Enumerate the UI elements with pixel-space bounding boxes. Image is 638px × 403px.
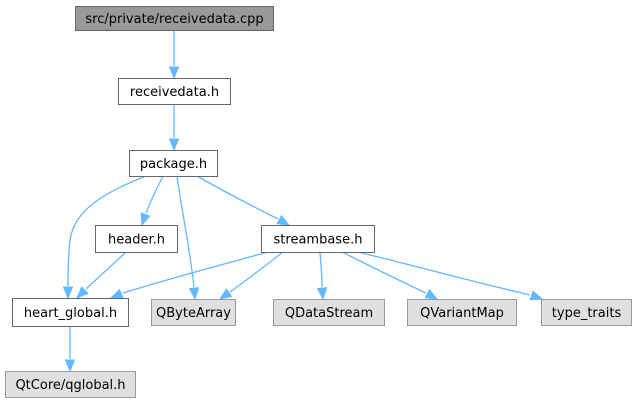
node-qbytearray: QByteArray — [151, 299, 236, 326]
edge-line — [196, 175, 279, 220]
node-qtcore-qglobal-h: QtCore/qglobal.h — [5, 371, 136, 398]
node-streambase-h[interactable]: streambase.h — [261, 225, 375, 253]
edges-layer — [62, 30, 544, 373]
node-box — [129, 150, 218, 177]
node-label: QVariantMap — [420, 306, 504, 321]
edge-arrowhead — [76, 286, 89, 299]
node-box — [5, 371, 136, 398]
node-receivedata-h[interactable]: receivedata.h — [118, 78, 231, 105]
node-box — [261, 225, 375, 253]
node-qdatastream: QDataStream — [273, 299, 385, 326]
edge-arrowhead — [140, 212, 151, 227]
nodes-layer: src/private/receivedata.cpp receivedata.h… — [5, 6, 632, 398]
node-label: QDataStream — [285, 306, 373, 321]
edge-line — [67, 175, 147, 287]
edge-streambase_h-to-qvariantmap — [341, 251, 439, 300]
edge-arrowhead — [424, 288, 439, 300]
node-box — [118, 78, 231, 105]
edge-receivedata_h-to-package_h — [168, 104, 180, 152]
node-label: package.h — [140, 157, 207, 172]
edge-arrowhead — [529, 290, 544, 301]
edge-package_h-to-heart_global_h — [62, 175, 147, 300]
edge-arrowhead — [168, 66, 180, 80]
node-label: type_traits — [552, 306, 622, 321]
edge-line — [176, 175, 195, 288]
edge-streambase_h-to-qbytearray — [218, 251, 284, 300]
edge-package_h-to-streambase_h — [196, 175, 291, 226]
node-receivedata-cpp[interactable]: src/private/receivedata.cpp — [75, 6, 274, 31]
edge-package_h-to-qbytearray — [176, 175, 200, 301]
edge-line — [229, 251, 284, 293]
edge-arrowhead — [218, 288, 233, 300]
edge-streambase_h-to-qdatastream — [316, 251, 328, 301]
node-label: receivedata.h — [130, 85, 219, 100]
node-qvariantmap: QVariantMap — [407, 299, 517, 326]
edge-arrowhead — [62, 286, 74, 300]
node-type-traits: type_traits — [541, 299, 632, 326]
node-box — [407, 299, 517, 326]
node-label: src/private/receivedata.cpp — [85, 12, 263, 27]
node-label: streambase.h — [274, 233, 363, 248]
node-heart-global-h[interactable]: heart_global.h — [12, 298, 129, 327]
node-box — [273, 299, 385, 326]
edge-heart_global_h-to-qtcore_qglobal_h — [64, 326, 76, 373]
edge-arrowhead — [64, 359, 76, 373]
node-box — [75, 6, 274, 31]
node-label: header.h — [108, 233, 165, 248]
edge-streambase_h-to-heart_global_h — [109, 251, 269, 299]
edge-line — [319, 251, 323, 288]
edge-line — [145, 175, 164, 214]
node-package-h[interactable]: package.h — [129, 150, 218, 177]
node-label: heart_global.h — [24, 306, 117, 321]
edge-line — [341, 251, 427, 294]
node-label: QByteArray — [156, 306, 231, 321]
edge-line — [357, 251, 531, 296]
node-box — [95, 225, 178, 253]
node-header-h[interactable]: header.h — [95, 225, 178, 253]
edge-streambase_h-to-type_traits — [357, 251, 544, 301]
node-box — [12, 298, 129, 327]
edge-arrowhead — [188, 287, 200, 301]
edge-header_h-to-heart_global_h — [76, 251, 127, 299]
node-box — [151, 299, 236, 326]
edge-line — [122, 251, 269, 294]
edge-receivedata_cpp-to-receivedata_h — [168, 30, 180, 80]
edge-line — [85, 251, 127, 290]
edge-package_h-to-header_h — [140, 175, 164, 227]
node-label: QtCore/qglobal.h — [15, 378, 125, 393]
edge-arrowhead — [316, 287, 328, 301]
node-box — [541, 299, 632, 326]
edge-arrowhead — [168, 138, 180, 152]
edge-arrowhead — [109, 288, 124, 299]
edge-arrowhead — [276, 214, 291, 226]
